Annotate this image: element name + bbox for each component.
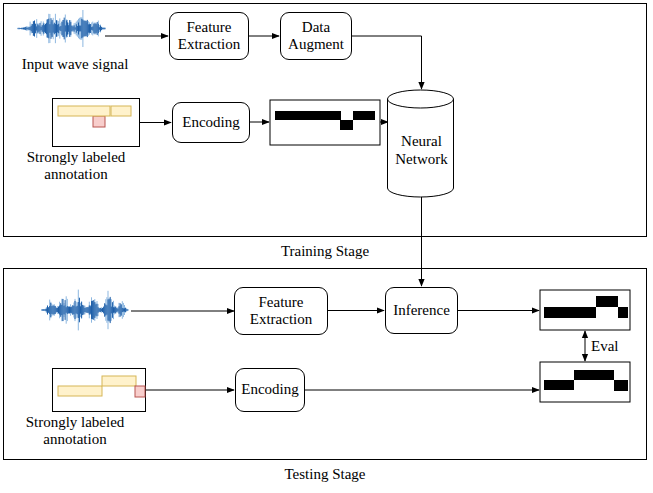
stage-title: Testing Stage bbox=[4, 466, 646, 483]
encoded-label-bars bbox=[270, 100, 380, 145]
picture-caption: Strongly labeled annotation bbox=[6, 149, 146, 184]
eval-label: Eval bbox=[590, 338, 620, 355]
flow-arrow bbox=[131, 311, 234, 312]
box-label: Encoding bbox=[241, 381, 299, 398]
stage-panel: Training StageInput wave signalFeature E… bbox=[3, 3, 647, 237]
flow-connector bbox=[328, 310, 384, 311]
predicted-label-bars bbox=[540, 290, 630, 330]
flow-connector bbox=[421, 197, 422, 286]
flow-connector bbox=[146, 390, 234, 391]
flow-connector bbox=[352, 36, 422, 89]
process-box: Feature Extraction bbox=[234, 287, 328, 335]
flow-connector bbox=[249, 36, 279, 37]
waveform-picture bbox=[42, 290, 128, 331]
eval-arrow bbox=[585, 331, 586, 361]
stage-title: Training Stage bbox=[4, 243, 646, 260]
process-box: Feature Extraction bbox=[169, 12, 249, 60]
flow-arrow bbox=[380, 122, 388, 123]
picture-caption: Input wave signal bbox=[5, 56, 145, 73]
flow-connector bbox=[105, 36, 168, 37]
input-waveform: Input wave signal bbox=[18, 5, 105, 52]
stage-panel: Testing StageFeature ExtractionInference… bbox=[3, 268, 647, 460]
annotation-picture: Strongly labeled annotation bbox=[52, 98, 140, 147]
process-box: Encoding bbox=[172, 102, 250, 143]
box-label: Neural Network bbox=[390, 133, 453, 168]
annotation-bars bbox=[53, 99, 139, 146]
flow-arrow bbox=[458, 310, 539, 311]
reference-label-bars bbox=[540, 362, 630, 402]
annotation-picture: Strongly labeled annotation bbox=[52, 368, 146, 412]
flow-connector bbox=[140, 122, 171, 123]
box-label: Feature Extraction bbox=[173, 19, 245, 54]
picture-caption: Strongly labeled annotation bbox=[5, 414, 145, 449]
network-cylinder: Neural Network bbox=[387, 90, 456, 197]
process-box: Data Augment bbox=[280, 12, 352, 60]
process-box: Encoding bbox=[235, 368, 305, 412]
box-label: Feature Extraction bbox=[238, 294, 324, 329]
flow-arrow bbox=[250, 122, 269, 123]
process-box: Inference bbox=[385, 287, 458, 334]
waveform-picture bbox=[18, 5, 105, 52]
annotation-bars bbox=[53, 369, 145, 411]
box-label: Data Augment bbox=[284, 19, 348, 54]
flow-arrow bbox=[305, 390, 539, 391]
box-label: Encoding bbox=[182, 114, 240, 131]
box-label: Inference bbox=[393, 302, 450, 319]
